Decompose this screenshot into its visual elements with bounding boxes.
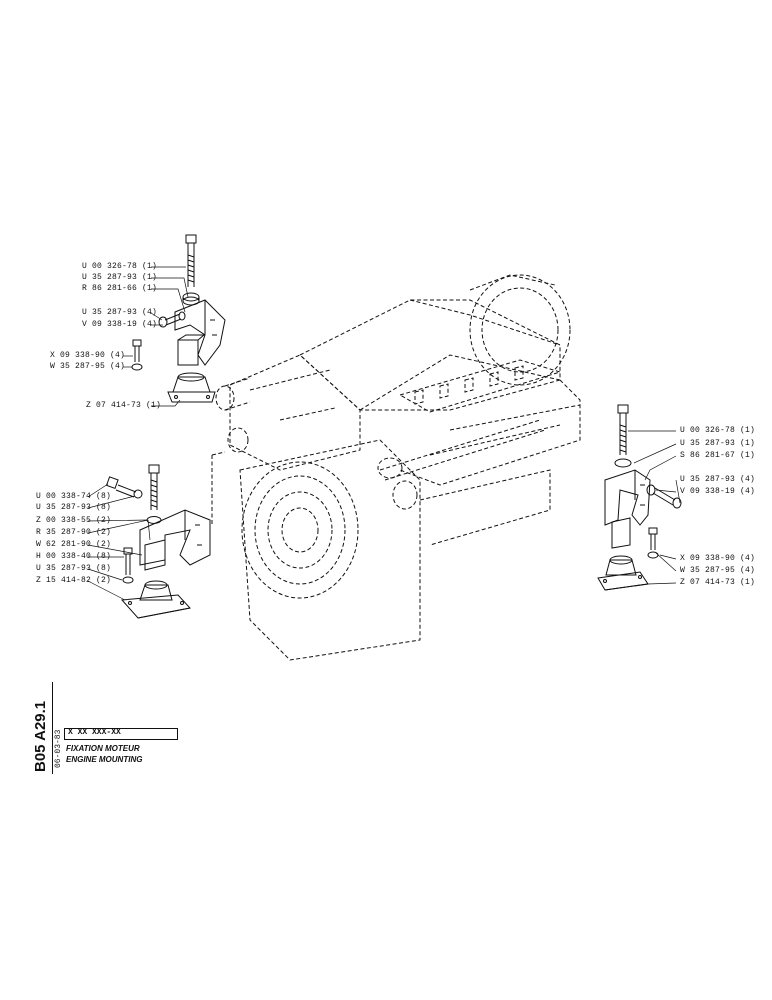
- part-label: X 09 338-90 (4): [50, 351, 126, 360]
- title-english: ENGINE MOUNTING: [66, 755, 143, 764]
- part-label: Z 00 338-55 (2): [36, 516, 112, 525]
- part-label: U 35 287-93 (1): [680, 439, 756, 448]
- left-bottom-mount: [105, 464, 211, 619]
- title-french: FIXATION MOTEUR: [66, 744, 140, 753]
- part-label: R 86 281-66 (1): [82, 284, 158, 293]
- part-label: Z 07 414-73 (1): [86, 401, 162, 410]
- part-label: U 35 287-93 (8): [36, 503, 112, 512]
- part-label: U 00 338-74 (8): [36, 492, 112, 501]
- part-label: U 00 326-78 (1): [680, 426, 756, 435]
- part-label: X 09 338-90 (4): [680, 554, 756, 563]
- part-label: W 35 287-95 (4): [680, 566, 756, 575]
- part-label: U 35 287-93 (4): [680, 475, 756, 484]
- page-code: B05 A29.1: [32, 700, 49, 772]
- left-top-mount: [131, 234, 226, 403]
- part-label: W 62 281-90 (2): [36, 540, 112, 549]
- revision-date: 06-03-83: [54, 729, 63, 768]
- title-block-frame: [52, 682, 53, 774]
- part-label: Z 15 414-82 (2): [36, 576, 112, 585]
- part-label: U 35 287-93 (8): [36, 564, 112, 573]
- part-number: X XX XXX-XX: [68, 728, 121, 737]
- part-label: V 09 338-19 (4): [680, 487, 756, 496]
- leaders-right: [628, 430, 681, 585]
- part-label: V 09 338-19 (4): [82, 320, 158, 329]
- engine-outline: [211, 274, 581, 661]
- leaders-left-top: [123, 266, 189, 407]
- leaders-left-bottom: [87, 483, 151, 601]
- part-label: R 35 287-90 (2): [36, 528, 112, 537]
- right-mount: [597, 404, 682, 591]
- part-label: Z 07 414-73 (1): [680, 578, 756, 587]
- part-label: U 35 287-93 (1): [82, 273, 158, 282]
- part-label: U 35 287-93 (4): [82, 308, 158, 317]
- part-label: U 00 326-78 (1): [82, 262, 158, 271]
- part-number-box: [64, 728, 178, 740]
- part-label: S 86 281-67 (1): [680, 451, 756, 460]
- part-label: W 35 287-95 (4): [50, 362, 126, 371]
- part-label: H 00 338-40 (8): [36, 552, 112, 561]
